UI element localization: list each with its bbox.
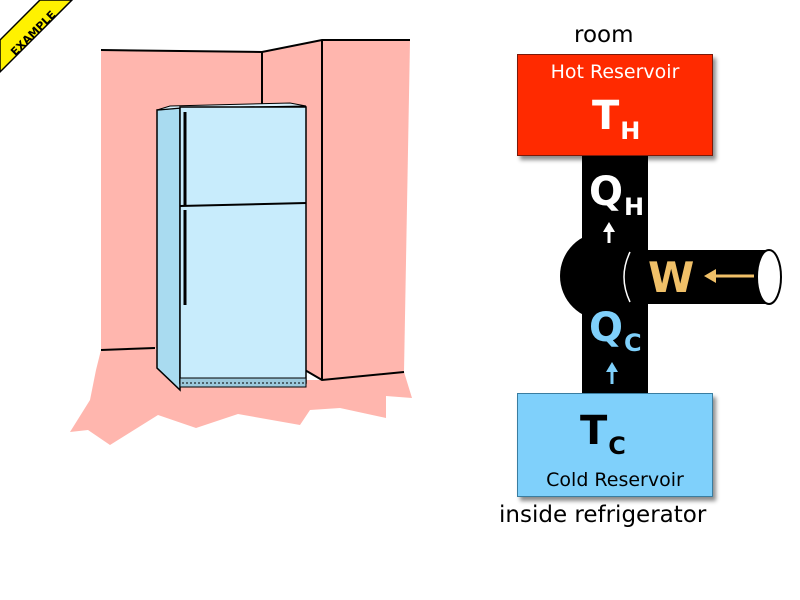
cold-temperature-symbol: TC: [580, 408, 626, 458]
hot-reservoir: Hot Reservoir: [517, 54, 713, 156]
cold-temperature-letter: T: [580, 408, 608, 454]
heat-out-letter: Q: [589, 169, 624, 215]
hot-temperature-letter: T: [592, 93, 620, 139]
cold-temperature-subscript: C: [608, 432, 626, 460]
fridge-front: [179, 106, 307, 384]
work-pipe-inner-curve: [623, 251, 631, 303]
work-symbol: W: [648, 257, 694, 299]
heat-out-subscript: H: [624, 193, 645, 221]
refrigerator: [156, 102, 307, 392]
example-badge-band: [0, 0, 74, 74]
cold-reservoir: Cold Reservoir: [517, 393, 713, 497]
cold-reservoir-title: Cold Reservoir: [546, 469, 684, 491]
work-arrow-head: [704, 269, 716, 283]
heat-out-symbol: QH: [589, 169, 644, 219]
work-letter: W: [648, 253, 695, 302]
floor: [70, 348, 412, 445]
heat-in-symbol: QC: [589, 305, 642, 355]
inside-refrigerator-label: inside refrigerator: [499, 502, 707, 528]
hot-reservoir-title: Hot Reservoir: [550, 61, 680, 83]
room-label: room: [574, 22, 634, 48]
work-pipe-end: [756, 249, 782, 305]
hot-temperature-subscript: H: [620, 117, 641, 145]
example-badge: EXAMPLE: [0, 0, 74, 74]
hot-temperature-symbol: TH: [592, 93, 640, 143]
right-wall: [322, 40, 410, 380]
heat-in-arrow-head: [606, 362, 618, 372]
heat-out-arrow-head: [603, 222, 615, 232]
heat-in-subscript: C: [624, 329, 642, 357]
heat-pump: [560, 150, 782, 400]
ceiling-line: [100, 39, 410, 54]
freezer-door-line: [179, 202, 307, 207]
fridge-side: [156, 107, 181, 392]
heat-in-letter: Q: [589, 305, 624, 351]
